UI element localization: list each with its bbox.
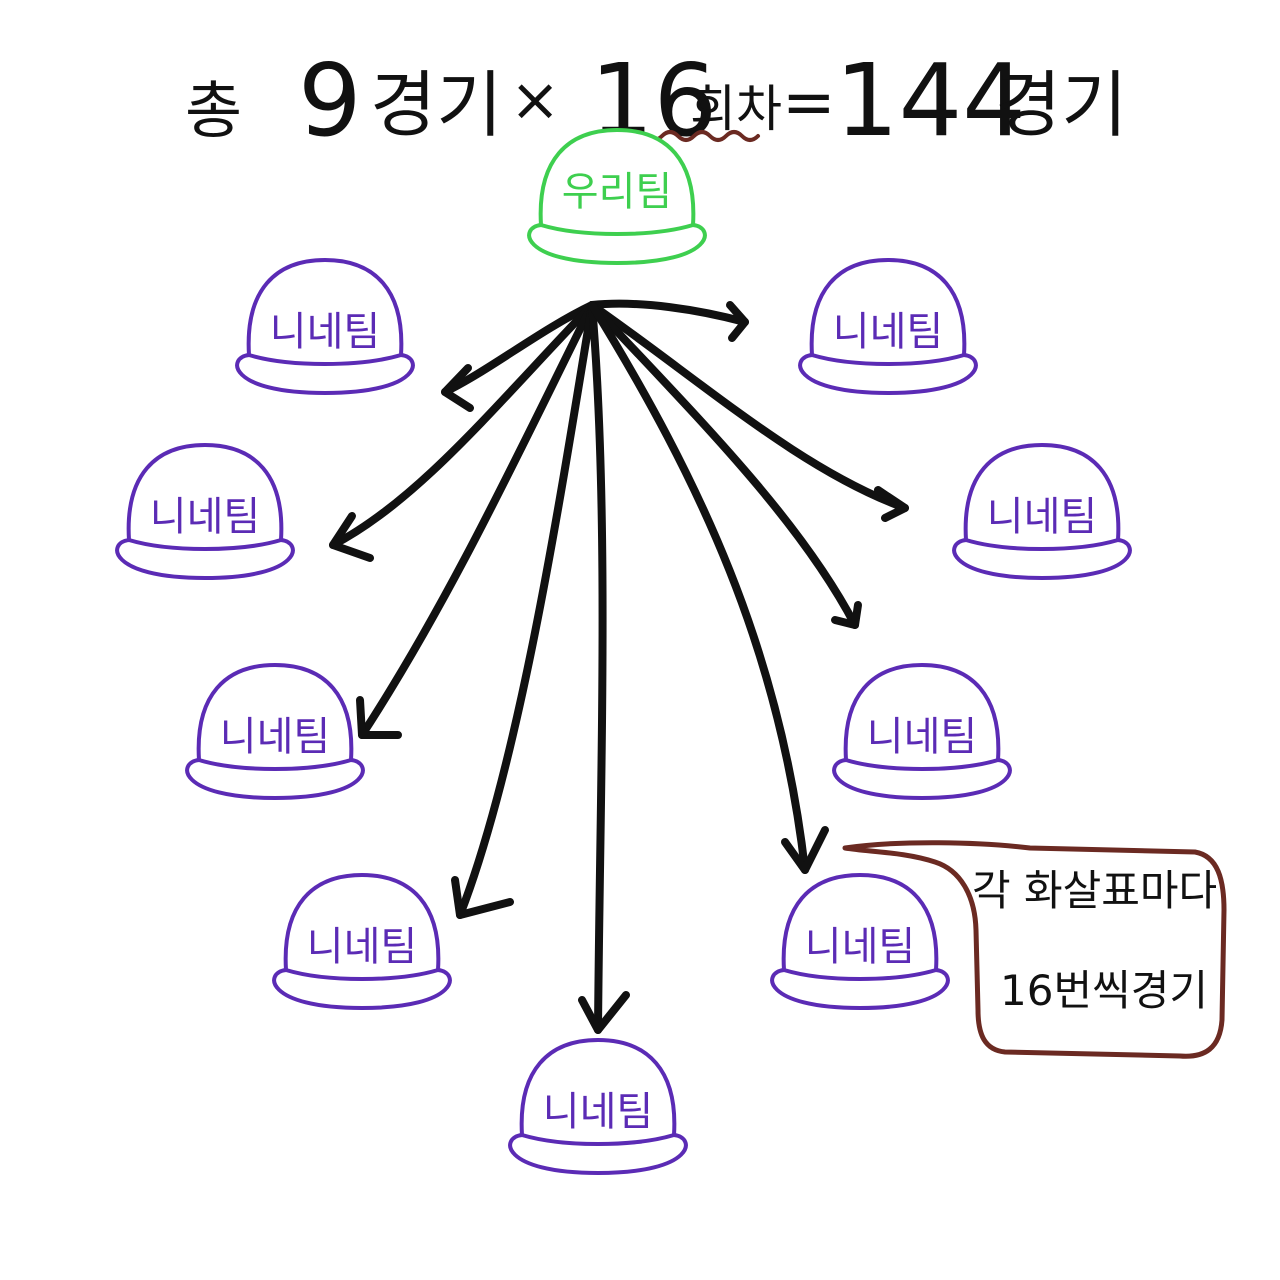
opponent-team-node: 니네팀 bbox=[952, 443, 1132, 580]
arrow-head-7 bbox=[874, 486, 909, 522]
opponent-team-dome bbox=[185, 663, 365, 800]
opponent-team-label: 니네팀 bbox=[150, 494, 260, 540]
arrow-head-5 bbox=[578, 991, 630, 1034]
opponent-team-dome bbox=[235, 258, 415, 395]
arrow-head-3 bbox=[356, 696, 402, 739]
opponent-team-label: 니네팀 bbox=[307, 924, 417, 970]
title-equals-sign: = bbox=[782, 66, 836, 140]
title-rounds-word: 회차 bbox=[690, 80, 782, 138]
opponent-team-dome bbox=[952, 443, 1132, 580]
opponent-team-dome bbox=[770, 873, 950, 1010]
arrow-3 bbox=[358, 301, 596, 739]
our-team-dome bbox=[527, 128, 707, 265]
arrow-head-1 bbox=[441, 364, 474, 412]
opponent-team-node: 니네팀 bbox=[798, 258, 978, 395]
opponent-team-dome bbox=[272, 873, 452, 1010]
opponent-team-label: 니네팀 bbox=[543, 1089, 653, 1135]
arrow-7 bbox=[588, 301, 909, 512]
opponent-team-label: 니네팀 bbox=[867, 714, 977, 760]
title-games-count: 9 bbox=[298, 42, 362, 159]
opponent-team-dome bbox=[508, 1038, 688, 1175]
arrow-2 bbox=[329, 301, 596, 549]
opponent-team-node: 니네팀 bbox=[272, 873, 452, 1010]
opponent-team-node: 니네팀 bbox=[115, 443, 295, 580]
arrow-9 bbox=[588, 301, 809, 874]
opponent-team-node: 니네팀 bbox=[508, 1038, 688, 1175]
title-times-sign: × bbox=[510, 65, 560, 135]
note-line-1: 각 화살표마다 bbox=[972, 866, 1217, 915]
opponent-team-dome bbox=[115, 443, 295, 580]
arrow-head-4 bbox=[451, 876, 514, 919]
arrow-6 bbox=[588, 299, 749, 326]
arrow-5 bbox=[588, 301, 607, 1034]
opponent-team-dome bbox=[832, 663, 1012, 800]
title-prefix: 총 bbox=[185, 74, 242, 147]
title-total-count: 144 bbox=[835, 42, 1026, 159]
speech-bubble bbox=[842, 840, 1227, 1059]
title-total-word: 경기 bbox=[995, 63, 1127, 147]
opponent-team-dome bbox=[798, 258, 978, 395]
arrow-1 bbox=[441, 301, 596, 396]
title-games-word: 경기 bbox=[370, 63, 502, 147]
opponent-team-label: 니네팀 bbox=[833, 309, 943, 355]
opponent-team-node: 니네팀 bbox=[185, 663, 365, 800]
arrows bbox=[329, 299, 909, 1034]
opponent-team-label: 니네팀 bbox=[270, 309, 380, 355]
opponent-team-node: 니네팀 bbox=[770, 873, 950, 1010]
arrow-8 bbox=[588, 301, 859, 629]
arrow-4 bbox=[456, 301, 596, 919]
opponent-team-node: 니네팀 bbox=[235, 258, 415, 395]
our-team-node: 우리팀 bbox=[527, 128, 707, 265]
arrow-head-9 bbox=[781, 826, 829, 874]
our-team-label: 우리팀 bbox=[562, 169, 672, 215]
note-line-2: 16번씩경기 bbox=[1000, 966, 1208, 1015]
opponent-team-node: 니네팀 bbox=[832, 663, 1012, 800]
note-bubble: 각 화살표마다 16번씩경기 bbox=[842, 840, 1227, 1059]
opponent-team-label: 니네팀 bbox=[987, 494, 1097, 540]
arrow-head-2 bbox=[329, 512, 374, 562]
opponent-team-label: 니네팀 bbox=[805, 924, 915, 970]
arrow-head-6 bbox=[726, 301, 749, 342]
arrow-head-8 bbox=[831, 601, 862, 629]
opponent-team-label: 니네팀 bbox=[220, 714, 330, 760]
